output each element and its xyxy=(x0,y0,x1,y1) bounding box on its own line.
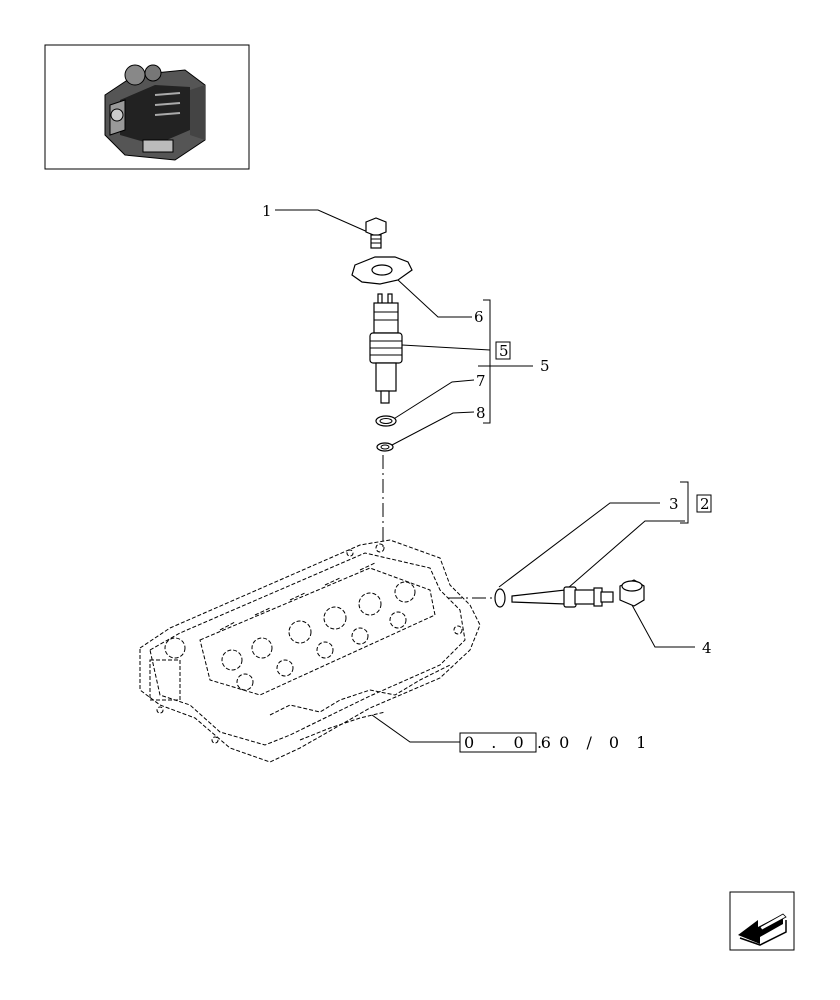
nut-part[interactable] xyxy=(619,579,645,607)
callout-7: 7 xyxy=(476,372,486,390)
group-box-5[interactable] xyxy=(495,341,511,360)
connector-o-ring-part[interactable] xyxy=(494,588,506,608)
group-box-2[interactable] xyxy=(696,494,712,513)
clamp-part[interactable] xyxy=(351,256,413,285)
engine-thumbnail-icon[interactable] xyxy=(44,44,250,170)
o-ring-part[interactable] xyxy=(375,415,397,427)
group-box-5-label: 5 xyxy=(499,342,509,360)
group-box-2-label: 2 xyxy=(700,495,710,513)
fuel-connector-part[interactable] xyxy=(511,586,614,608)
next-page-arrow-icon[interactable] xyxy=(729,891,795,951)
callout-8: 8 xyxy=(476,404,486,422)
cylinder-head-part[interactable] xyxy=(139,539,481,763)
callout-4: 4 xyxy=(702,639,712,657)
callout-5: 5 xyxy=(540,357,550,375)
o-ring-inner xyxy=(379,418,393,424)
bolt-part[interactable] xyxy=(365,217,387,249)
leader-lines xyxy=(275,209,695,743)
section-reference-boxed: 0 . 0 6 xyxy=(464,733,557,752)
callout-6: 6 xyxy=(474,308,484,326)
group-bracket-2 xyxy=(680,481,689,524)
section-reference-suffix: . 0 / 0 1 xyxy=(537,733,652,752)
group-bracket-5 xyxy=(483,299,491,424)
section-reference[interactable]: 0 . 0 6 . 0 / 0 1 xyxy=(459,732,652,753)
callout-3: 3 xyxy=(669,495,679,513)
washer-inner xyxy=(380,444,390,450)
washer-part[interactable] xyxy=(376,442,394,452)
injector-part[interactable] xyxy=(369,293,403,404)
callout-1: 1 xyxy=(262,202,272,220)
